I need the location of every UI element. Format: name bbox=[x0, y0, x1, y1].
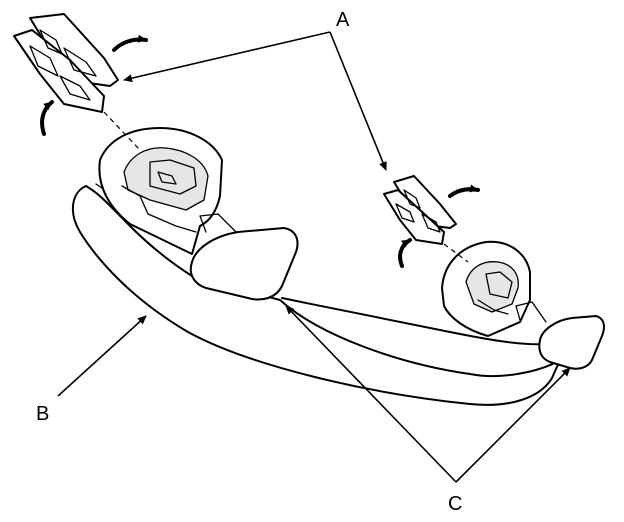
handle-bar-body bbox=[71, 185, 561, 406]
right-clip-rotate-arrow-lower bbox=[398, 238, 412, 268]
leader-lines bbox=[57, 31, 571, 483]
left-clip-rotate-arrow-lower bbox=[40, 100, 54, 136]
left-clip-tab-upper bbox=[39, 29, 63, 55]
right-clip-tab-upper bbox=[403, 189, 421, 209]
left-clip-slot-upper bbox=[63, 47, 97, 77]
left-clip-rotate-arrow-upper bbox=[112, 34, 148, 52]
leader-a-left bbox=[123, 31, 331, 83]
right-mount-slot bbox=[485, 271, 513, 299]
left-mount-hole bbox=[157, 171, 177, 185]
grab-handle bbox=[71, 127, 605, 406]
left-mount-inner-line bbox=[121, 185, 197, 233]
label-c: C bbox=[448, 493, 462, 515]
label-a: A bbox=[336, 9, 350, 31]
left-clip-tab-lower bbox=[29, 45, 59, 77]
right-clip-slot bbox=[421, 213, 441, 233]
leader-b bbox=[57, 315, 147, 397]
handle-bar-top-line bbox=[281, 297, 549, 346]
left-cover-hinge bbox=[199, 213, 237, 233]
right-clip bbox=[383, 175, 480, 268]
leader-a-right bbox=[329, 31, 387, 171]
right-mount-inner-line bbox=[477, 299, 509, 315]
right-mount-recess bbox=[465, 261, 519, 313]
left-cover bbox=[189, 227, 299, 301]
right-clip-alignment-line bbox=[443, 243, 469, 263]
label-b: B bbox=[36, 403, 49, 425]
right-clip-rotate-arrow-upper bbox=[448, 184, 480, 198]
left-mount-recess bbox=[123, 147, 209, 211]
left-mount-slot bbox=[149, 159, 197, 195]
leader-c-left bbox=[285, 305, 457, 483]
right-cover bbox=[538, 315, 605, 370]
left-clip-slot-lower bbox=[59, 75, 91, 101]
leader-c-right bbox=[455, 367, 571, 483]
right-cover-hinge bbox=[515, 301, 547, 323]
right-clip-lower-plate bbox=[383, 189, 445, 245]
right-clip-tab-lower bbox=[395, 203, 415, 223]
left-clip bbox=[13, 13, 148, 151]
